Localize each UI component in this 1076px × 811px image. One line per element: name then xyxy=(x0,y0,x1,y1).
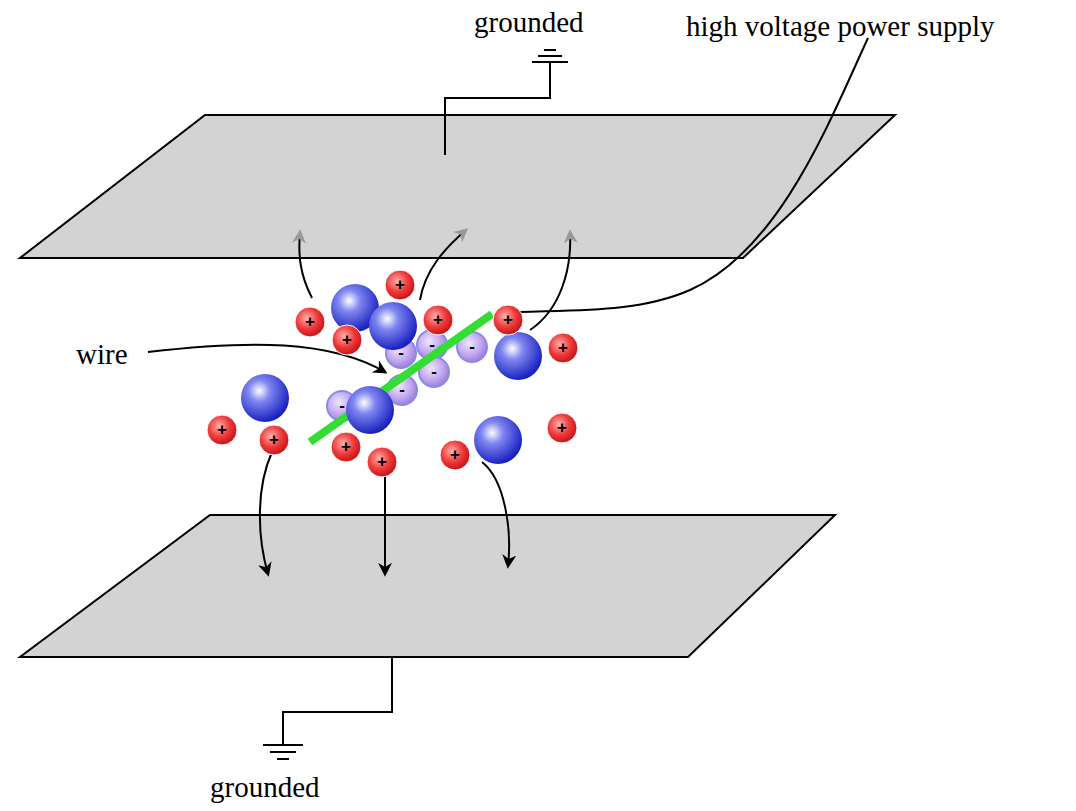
bottom-plate xyxy=(20,515,835,657)
ground-label: grounded xyxy=(210,773,320,802)
ground-lead xyxy=(283,657,392,745)
ground-label: grounded xyxy=(474,8,584,37)
positive-ion xyxy=(440,440,470,470)
positive-ion xyxy=(385,270,415,300)
ion-charge: - xyxy=(339,397,345,414)
high-voltage-lead xyxy=(520,38,868,312)
ion-charge: + xyxy=(503,311,513,328)
positive-ion xyxy=(367,447,397,477)
positive-ion xyxy=(493,305,523,335)
positive-ion xyxy=(423,305,453,335)
positive-ion xyxy=(207,415,237,445)
dust-particle xyxy=(369,302,417,350)
dust-particle xyxy=(494,332,542,380)
ion-charge: + xyxy=(558,339,568,356)
ion-charge: + xyxy=(395,276,405,293)
dust-particle xyxy=(474,416,522,464)
ground-symbol xyxy=(532,50,568,62)
ion-charge: + xyxy=(450,446,460,463)
ion-charge: - xyxy=(429,336,435,353)
ion-charge: + xyxy=(557,419,567,436)
positive-ion xyxy=(331,432,361,462)
ion-charge: + xyxy=(342,331,352,348)
dust-particle xyxy=(241,374,289,422)
ion-charge: - xyxy=(398,344,404,361)
ion-charge: + xyxy=(433,311,443,328)
ion-charge: + xyxy=(305,313,315,330)
ion-charge: + xyxy=(377,453,387,470)
ion-charge: - xyxy=(399,381,405,398)
positive-ion xyxy=(332,325,362,355)
positive-ion xyxy=(547,413,577,443)
positive-ion xyxy=(259,425,289,455)
ion-charge: + xyxy=(269,431,279,448)
positive-ion xyxy=(295,307,325,337)
power-supply-label: high voltage power supply xyxy=(686,12,994,41)
ion-charge: - xyxy=(431,363,437,380)
dust-particle xyxy=(346,386,394,434)
ion-charge: + xyxy=(217,421,227,438)
ion-charge: + xyxy=(341,438,351,455)
positive-ion xyxy=(548,333,578,363)
ground-lead xyxy=(445,62,550,155)
wire-label: wire xyxy=(76,340,128,369)
ground-symbol xyxy=(263,745,303,759)
ion-charge: - xyxy=(469,338,475,355)
